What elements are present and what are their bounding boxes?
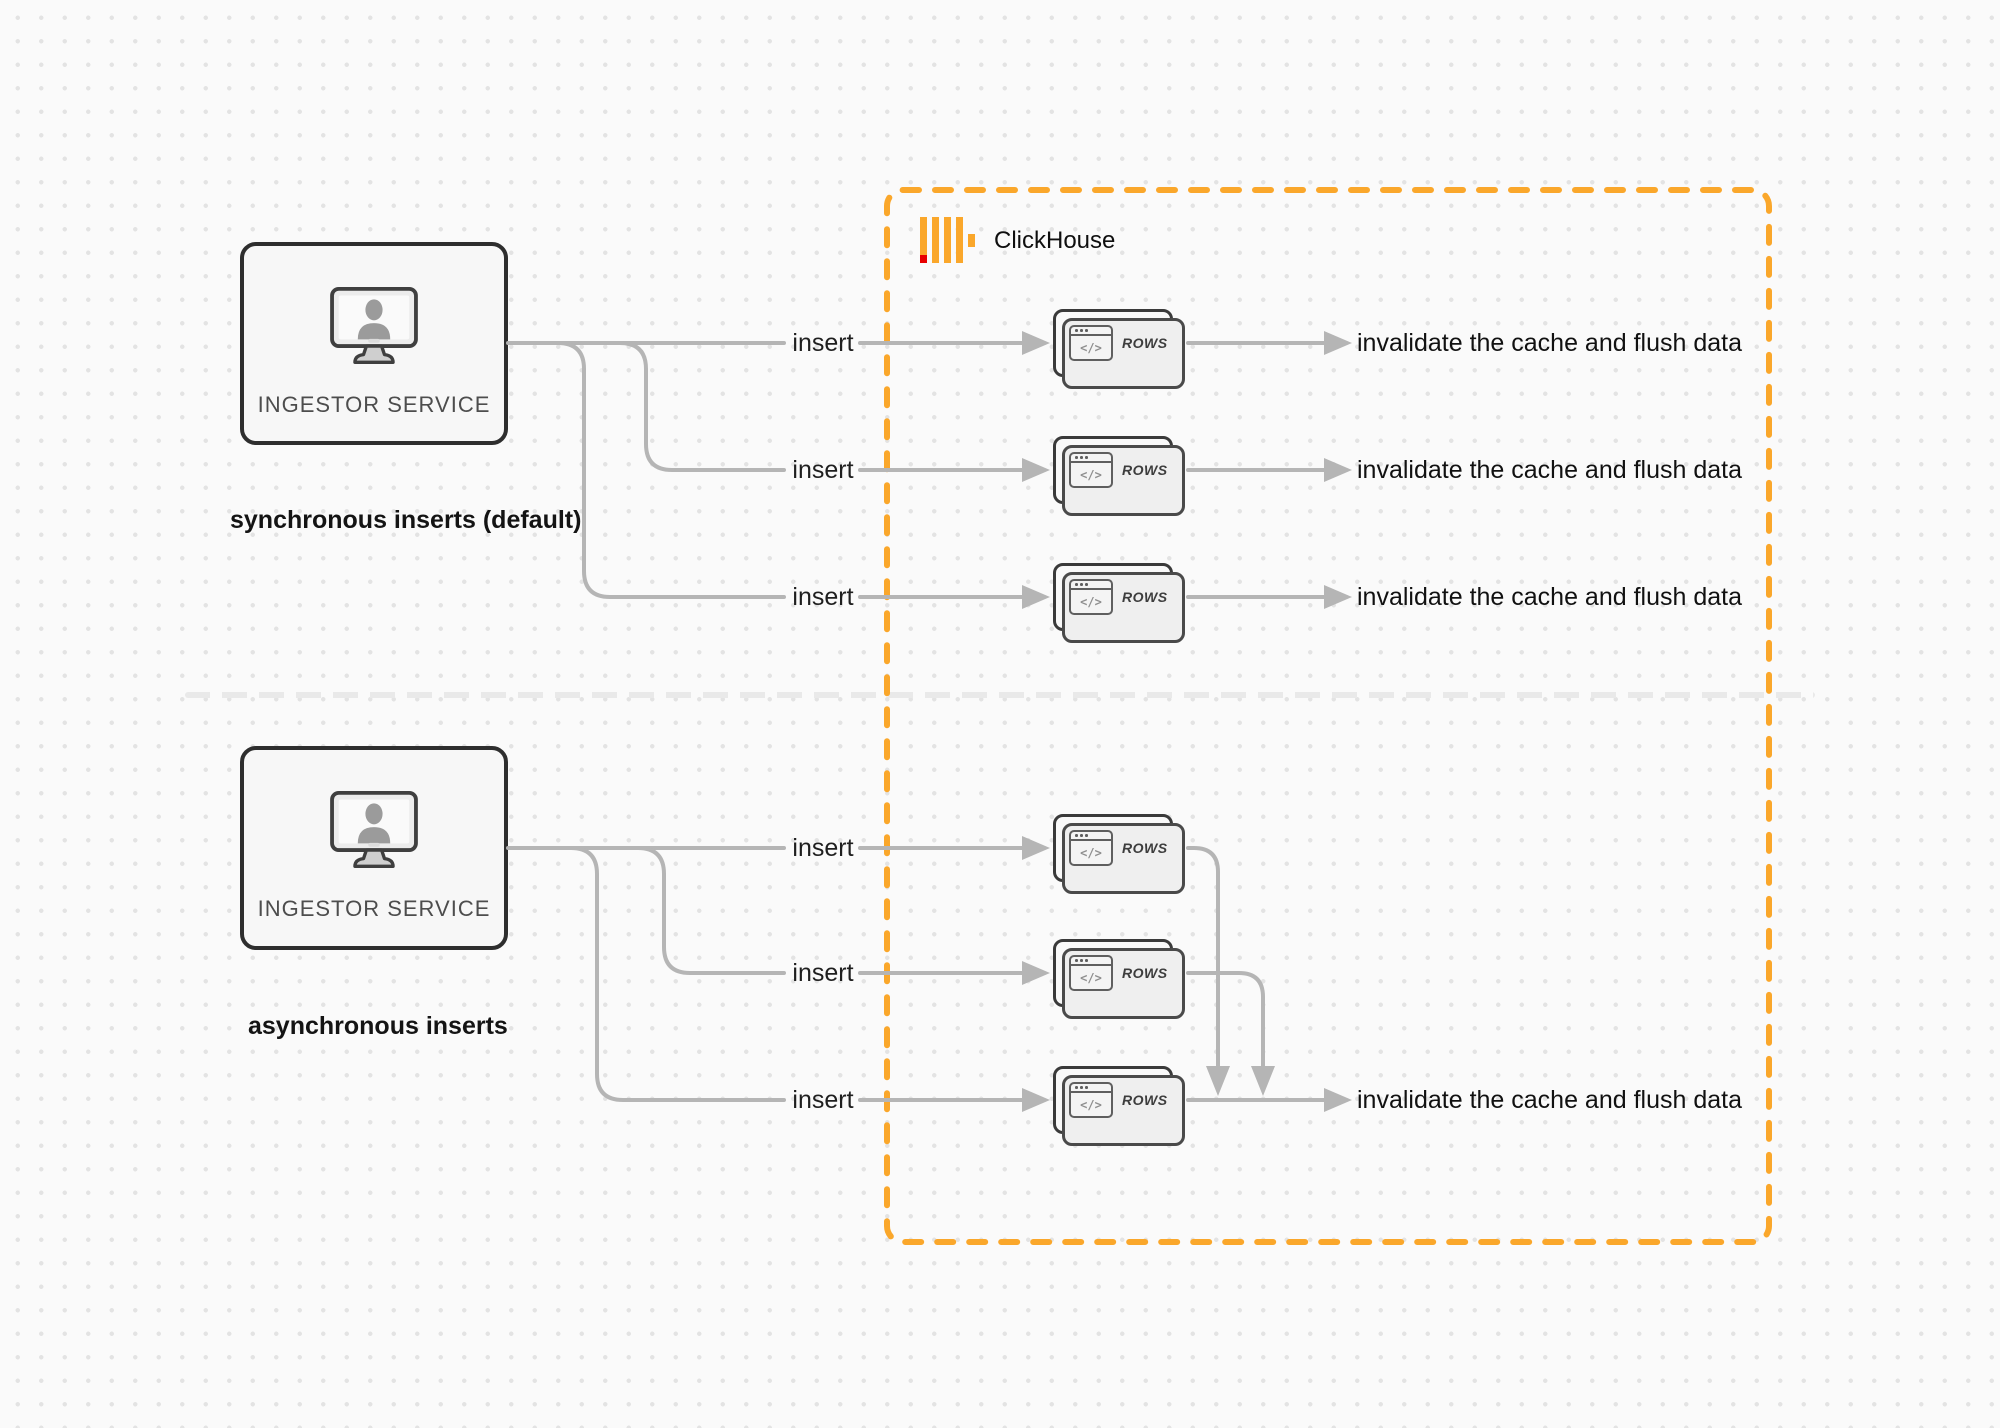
code-glyph: </> (1080, 1097, 1102, 1112)
sync-ingestor-service-box: INGESTOR SERVICE (240, 242, 508, 445)
clickhouse-logo-icon (920, 217, 975, 263)
rows-card-label: ROWS (1122, 589, 1168, 605)
code-glyph: </> (1080, 594, 1102, 609)
code-glyph: </> (1080, 467, 1102, 482)
code-window-icon: </> (1069, 830, 1113, 866)
sync-insert-label-1: insert (792, 329, 854, 357)
sync-ingestor-service-label: INGESTOR SERVICE (257, 392, 491, 417)
code-glyph: </> (1080, 845, 1102, 860)
sync-result-label-3: invalidate the cache and flush data (1357, 583, 1742, 611)
async-insert-label-3: insert (792, 1086, 854, 1114)
clickhouse-brand-label: ClickHouse (994, 226, 1116, 254)
monitor-user-icon (330, 790, 418, 868)
sync-insert-label-2: insert (792, 456, 854, 484)
async-rows-card-3: </> ROWS (1053, 1066, 1185, 1146)
monitor-user-icon (330, 286, 418, 364)
async-insert-label-2: insert (792, 959, 854, 987)
code-glyph: </> (1080, 340, 1102, 355)
sync-insert-label-3: insert (792, 583, 854, 611)
sync-rows-card-2: </> ROWS (1053, 436, 1185, 516)
code-glyph: </> (1080, 970, 1102, 985)
async-rows-card-2: </> ROWS (1053, 939, 1185, 1019)
rows-card-label: ROWS (1122, 840, 1168, 856)
code-window-icon: </> (1069, 955, 1113, 991)
sync-result-label-2: invalidate the cache and flush data (1357, 456, 1742, 484)
async-ingestor-service-label: INGESTOR SERVICE (257, 896, 491, 921)
async-section-label: asynchronous inserts (248, 1012, 508, 1040)
sync-section-label: synchronous inserts (default) (230, 506, 582, 534)
code-window-icon: </> (1069, 579, 1113, 615)
clickhouse-brand: ClickHouse (920, 217, 1115, 264)
rows-card-label: ROWS (1122, 462, 1168, 478)
async-result-label: invalidate the cache and flush data (1357, 1086, 1742, 1114)
async-rows-card-1: </> ROWS (1053, 814, 1185, 894)
sync-rows-card-3: </> ROWS (1053, 563, 1185, 643)
rows-card-label: ROWS (1122, 965, 1168, 981)
sync-result-label-1: invalidate the cache and flush data (1357, 329, 1742, 357)
code-window-icon: </> (1069, 452, 1113, 488)
rows-card-label: ROWS (1122, 335, 1168, 351)
async-insert-label-1: insert (792, 834, 854, 862)
sync-rows-card-1: </> ROWS (1053, 309, 1185, 389)
async-ingestor-service-box: INGESTOR SERVICE (240, 746, 508, 950)
code-window-icon: </> (1069, 1082, 1113, 1118)
section-divider (185, 692, 1815, 698)
code-window-icon: </> (1069, 325, 1113, 361)
rows-card-label: ROWS (1122, 1092, 1168, 1108)
